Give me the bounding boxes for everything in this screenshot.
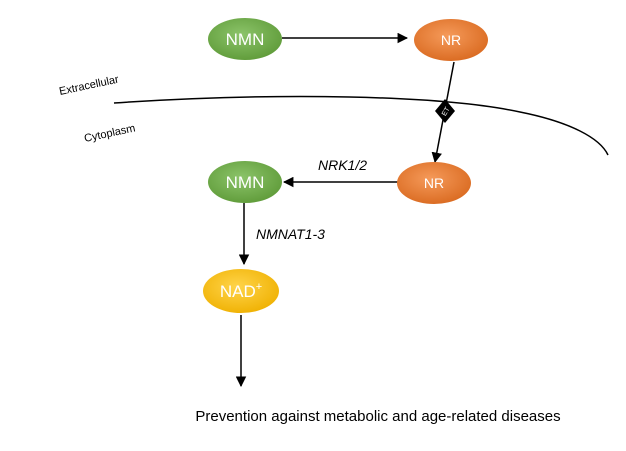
extracellular-label: Extracellular (58, 74, 120, 98)
transporter-icon: ET (435, 99, 455, 123)
node-nmn-cytoplasm: NMN (208, 161, 282, 203)
outcome-text: Prevention against metabolic and age-rel… (195, 408, 560, 425)
cell-membrane (113, 95, 609, 156)
cytoplasm-label: Cytoplasm (83, 122, 136, 145)
enzyme-nrk-label: NRK1/2 (318, 157, 367, 173)
node-nr-extracellular: NR (414, 19, 488, 61)
node-nmn-extracellular-label: NMN (226, 30, 265, 49)
node-nr-extracellular-label: NR (441, 32, 461, 48)
node-nmn-extracellular: NMN (208, 18, 282, 60)
enzyme-nmnat-label: NMNAT1-3 (256, 226, 325, 242)
node-nad-superscript: + (256, 281, 262, 293)
node-nmn-cytoplasm-label: NMN (226, 173, 265, 192)
node-nad: NAD+ (203, 269, 279, 313)
node-nad-label: NAD+ (220, 281, 262, 301)
node-nr-cytoplasm: NR (397, 162, 471, 204)
transporter-label: ET (441, 106, 452, 118)
node-nr-cytoplasm-label: NR (424, 175, 444, 191)
